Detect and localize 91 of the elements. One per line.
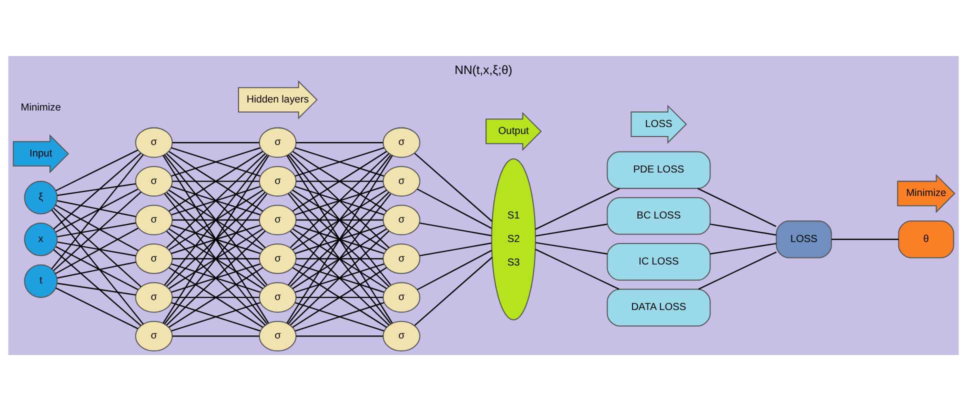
- connector: [172, 296, 260, 298]
- connector: [710, 224, 776, 236]
- node-ellipse: σ: [258, 204, 297, 236]
- diagram-title: NN(t,x,ξ;θ): [454, 62, 512, 77]
- connector: [57, 282, 136, 296]
- node-ellipse: σ: [135, 282, 173, 313]
- connector: [57, 241, 136, 256]
- connector: [296, 296, 384, 298]
- connector: [710, 242, 776, 254]
- connector: [172, 219, 260, 221]
- node-ellipse: σ: [382, 166, 420, 197]
- connector: [57, 222, 136, 238]
- connector: [171, 263, 260, 293]
- connector: [536, 242, 608, 254]
- node-ellipse: σ: [382, 320, 420, 352]
- connector: [420, 222, 492, 236]
- connector: [56, 149, 138, 192]
- connector: [172, 180, 260, 182]
- connector: [164, 193, 268, 324]
- connector: [168, 267, 264, 328]
- node-ellipse: σ: [258, 243, 297, 274]
- node-ellipse: σ: [135, 166, 173, 197]
- connector: [53, 152, 142, 230]
- node-box: PDE LOSS: [606, 151, 711, 189]
- connector: [172, 142, 260, 144]
- connector: [171, 147, 260, 177]
- connector: [168, 228, 264, 290]
- connector: [292, 190, 387, 250]
- connector: [296, 336, 384, 337]
- connector: [172, 258, 260, 260]
- connector: [53, 249, 142, 326]
- connector: [414, 152, 492, 222]
- connector: [168, 190, 264, 250]
- node-box: DATA LOSS: [606, 288, 711, 326]
- connector: [172, 336, 260, 337]
- node-ellipse: σ: [135, 127, 173, 158]
- connector: [536, 224, 608, 237]
- node-ellipse: σ: [382, 204, 420, 236]
- connector: [53, 191, 142, 271]
- node-ellipse: σ: [135, 243, 173, 274]
- node-ellipse: σ: [382, 282, 420, 313]
- node-ellipse: σ: [258, 166, 297, 197]
- node-circle: x: [24, 222, 58, 256]
- connector: [296, 258, 384, 260]
- connector: [417, 250, 492, 290]
- connector: [288, 193, 392, 324]
- connector: [294, 263, 384, 293]
- connector: [294, 186, 384, 216]
- node-ellipse: σ: [382, 127, 420, 158]
- connector: [55, 228, 138, 274]
- node-ellipse: σ: [135, 320, 173, 352]
- label: Minimize: [20, 102, 61, 114]
- connector: [294, 224, 384, 254]
- node-box: IC LOSS: [606, 242, 711, 281]
- connector: [420, 242, 492, 256]
- connector: [294, 147, 384, 177]
- connector: [171, 186, 260, 216]
- connector: [296, 219, 384, 221]
- connector: [55, 204, 138, 252]
- node-circle: ξ: [24, 180, 58, 214]
- node-box: BC LOSS: [606, 197, 711, 235]
- node-ellipse: S1 S2 S3: [491, 158, 536, 320]
- connector: [57, 200, 136, 218]
- connector: [414, 256, 492, 326]
- connector: [296, 180, 384, 182]
- node-box: θ: [898, 220, 954, 258]
- node-box: LOSS: [776, 220, 832, 258]
- connector: [56, 288, 138, 330]
- node-ellipse: σ: [258, 127, 297, 158]
- connector: [53, 208, 142, 288]
- node-ellipse: σ: [382, 243, 420, 274]
- node-ellipse: σ: [135, 204, 173, 236]
- node-ellipse: σ: [258, 320, 297, 352]
- connector: [292, 267, 387, 328]
- node-circle: t: [24, 264, 58, 298]
- node-ellipse: σ: [258, 282, 297, 313]
- connector: [171, 224, 260, 254]
- connector: [296, 142, 384, 144]
- connector: [56, 246, 138, 290]
- connector: [290, 153, 390, 248]
- connector: [292, 228, 387, 290]
- connector: [166, 153, 266, 248]
- connector: [832, 238, 899, 240]
- connector: [292, 150, 387, 212]
- connector: [51, 154, 144, 270]
- connector: [417, 188, 492, 229]
- connector: [57, 183, 136, 196]
- connector: [168, 150, 264, 212]
- connector: [56, 188, 138, 233]
- connector: [51, 210, 144, 324]
- connector: [57, 262, 136, 279]
